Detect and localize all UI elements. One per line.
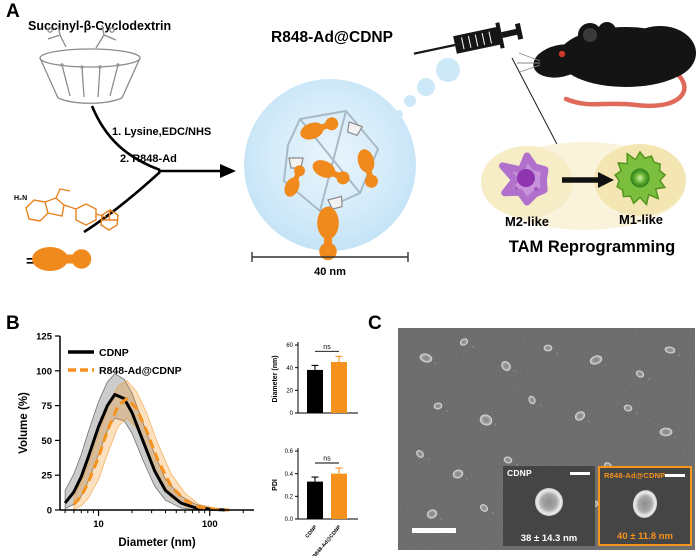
bubbles bbox=[395, 58, 460, 118]
svg-text:R848-Ad@CDNP: R848-Ad@CDNP bbox=[99, 365, 182, 377]
m2-label: M2-like bbox=[505, 214, 549, 229]
r848-nh2-label: H₂N bbox=[14, 195, 27, 202]
cyclodextrin-structure bbox=[39, 24, 141, 104]
svg-text:0: 0 bbox=[290, 411, 294, 417]
m1-cell bbox=[614, 150, 667, 207]
mouse-illustration bbox=[517, 22, 696, 109]
svg-text:0.6: 0.6 bbox=[285, 449, 294, 455]
mouse-whiskers bbox=[517, 52, 541, 73]
svg-text:CDNP: CDNP bbox=[304, 524, 318, 540]
equals-sign: = bbox=[26, 253, 35, 270]
svg-text:0.2: 0.2 bbox=[285, 495, 294, 501]
inset-r848-title: R848-Ad@CDNP bbox=[604, 471, 666, 480]
sem-scale-bar bbox=[412, 528, 456, 533]
panel-b-label: B bbox=[6, 313, 20, 334]
tam-label: TAM Reprogramming bbox=[509, 238, 676, 256]
sem-inset-cdnp: CDNP 38 ± 14.3 nm bbox=[503, 466, 595, 546]
inset-cdnp-scale-bar bbox=[570, 472, 590, 475]
svg-text:Diameter (nm): Diameter (nm) bbox=[272, 355, 279, 402]
inset-r848-scale-bar bbox=[665, 474, 685, 477]
reaction-step1: 1. Lysine,EDC/NHS bbox=[112, 126, 211, 138]
cdnp-particle bbox=[535, 488, 563, 516]
svg-text:10: 10 bbox=[93, 519, 104, 530]
svg-text:0.4: 0.4 bbox=[285, 472, 294, 478]
syringe-icon bbox=[413, 22, 524, 55]
inset-cdnp-title: CDNP bbox=[507, 468, 532, 478]
svg-text:ns: ns bbox=[323, 344, 331, 351]
panel-c-label: C bbox=[368, 313, 382, 334]
panel-a-illustration: Succinyl-β-Cyclodextrin 1. Lysine,EDC/NH… bbox=[14, 19, 696, 278]
svg-text:75: 75 bbox=[41, 401, 52, 412]
svg-text:60: 60 bbox=[286, 343, 293, 349]
svg-text:20: 20 bbox=[286, 389, 293, 395]
svg-text:50: 50 bbox=[41, 436, 52, 447]
svg-text:Diameter (nm): Diameter (nm) bbox=[118, 537, 195, 549]
nanoparticle-scale-bar bbox=[251, 252, 409, 262]
svg-text:CDNP: CDNP bbox=[99, 347, 129, 359]
inset-cdnp-size: 38 ± 14.3 nm bbox=[520, 533, 578, 544]
reprogram-arrow bbox=[562, 172, 614, 188]
svg-text:125: 125 bbox=[36, 332, 53, 343]
nanoparticle-illustration: 40 nm bbox=[244, 79, 416, 278]
svg-text:Volume (%): Volume (%) bbox=[18, 392, 30, 454]
product-title: R848-Ad@CDNP bbox=[271, 29, 393, 46]
svg-text:25: 25 bbox=[41, 471, 52, 482]
reaction-arrow bbox=[83, 105, 236, 234]
svg-text:ns: ns bbox=[323, 456, 331, 463]
reaction-step2: 2. R848-Ad bbox=[120, 153, 177, 165]
svg-text:0.0: 0.0 bbox=[285, 517, 294, 523]
svg-text:0: 0 bbox=[47, 506, 52, 517]
inset-r848-size: 40 ± 11.8 nm bbox=[617, 531, 673, 542]
svg-text:40: 40 bbox=[286, 366, 293, 372]
mouse-tail bbox=[563, 66, 687, 109]
svg-text:100: 100 bbox=[202, 519, 218, 530]
sem-image: CDNP 38 ± 14.3 nm R848-Ad@CDNP 40 ± 11.8… bbox=[398, 328, 695, 550]
panel-a-label: A bbox=[6, 1, 20, 22]
mouse-eye bbox=[558, 50, 566, 58]
zoom-line bbox=[511, 57, 561, 151]
m2-cell bbox=[499, 152, 549, 206]
r848-ad-dumbbell bbox=[32, 247, 92, 271]
svg-text:100: 100 bbox=[36, 366, 52, 377]
r848-particle bbox=[632, 490, 658, 518]
svg-text:PDI: PDI bbox=[272, 479, 279, 491]
r848-structure: H₂N bbox=[14, 188, 119, 231]
sem-inset-r848: R848-Ad@CDNP 40 ± 11.8 nm bbox=[598, 466, 692, 546]
m1-label: M1-like bbox=[619, 212, 663, 227]
reactant-label: Succinyl-β-Cyclodextrin bbox=[28, 19, 171, 33]
nanoparticle-scale-label: 40 nm bbox=[314, 266, 346, 278]
